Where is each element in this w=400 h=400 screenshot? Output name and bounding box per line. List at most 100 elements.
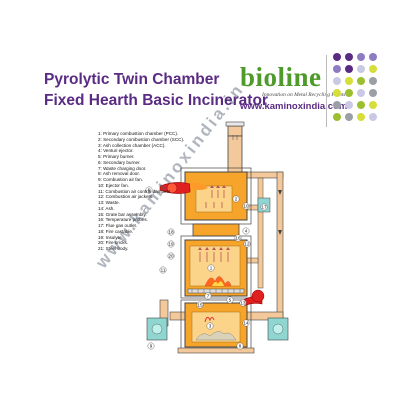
brand-dot — [333, 113, 341, 121]
diagram-label: 12 — [243, 240, 251, 248]
brand-dot — [333, 89, 341, 97]
brand-dot — [345, 53, 353, 61]
diagram-label-text: 10 — [243, 204, 249, 209]
legend-item: 20: Fire bricks. — [98, 240, 129, 246]
diagram-label: 15 — [196, 301, 204, 309]
page-title-line-2: Fixed Hearth Basic Incinerator — [44, 92, 268, 109]
diagram-label: 19 — [167, 240, 175, 248]
brand-dot — [333, 101, 341, 109]
brand-tagline: Innovation on Metal Recycling Plants — [262, 92, 346, 98]
diagram-label-text: 19 — [168, 242, 174, 247]
flue-gas-fan — [267, 317, 289, 341]
brand-dot — [369, 77, 377, 85]
diagram-label: 2 — [232, 195, 240, 203]
legend-item: 13: Waste. — [98, 200, 120, 205]
brand-dot — [333, 77, 341, 85]
diagram-label: 8 — [236, 342, 244, 350]
legend-item: 18: Fire castable. — [98, 228, 134, 234]
diagram-label: 20 — [167, 252, 175, 260]
diagram-label: 5 — [226, 296, 234, 304]
brand-dot — [369, 53, 377, 61]
brand-dot — [357, 53, 365, 61]
diagram-label-text: 15 — [197, 303, 203, 308]
diagram-label-text: 3 — [209, 324, 212, 329]
legend-item: 15: Grate bar assembly. — [98, 211, 147, 217]
brand-dot — [345, 65, 353, 73]
brand-dot — [357, 65, 365, 73]
diagram-label-text: 13 — [240, 301, 246, 306]
legend-list: 1: Primary combustion chamber (PCC).2: S… — [98, 131, 218, 252]
legend-item: 16: Temperature probes. — [98, 217, 148, 223]
brand-dot — [357, 113, 365, 121]
diagram-label-text: 6 — [148, 188, 151, 193]
brand-dot — [369, 65, 377, 73]
diagram-label-text: 1 — [210, 266, 213, 271]
brand-dot — [369, 113, 377, 121]
diagram-label: 9 — [147, 342, 155, 350]
diagram-label: 14 — [242, 319, 250, 327]
diagram-label-text: 9 — [150, 344, 153, 349]
diagram-label-text: 20 — [168, 254, 174, 259]
brand-dot — [357, 101, 365, 109]
brand-dot — [333, 65, 341, 73]
brand-website: www.kaminoxindia.com — [240, 101, 348, 112]
diagram-label: 10 — [242, 202, 250, 210]
diagram-label: 13 — [239, 299, 247, 307]
diagram-label-text: 7 — [207, 294, 210, 299]
diagram-label: 18 — [167, 228, 175, 236]
diagram-label-text: 17 — [261, 205, 267, 210]
diagram-label-text: 4 — [245, 229, 248, 234]
brand-dot — [357, 77, 365, 85]
flame-icon — [204, 276, 232, 287]
legend-item: 8: Ash removal door. — [98, 171, 140, 177]
legend-item: 11: Combustion air control dampers. — [98, 188, 172, 194]
diagram-label: 1 — [207, 264, 215, 272]
legend-item: 1: Primary combustion chamber (PCC). — [98, 131, 179, 136]
brand-dot — [369, 101, 377, 109]
diagram-label: 7 — [204, 292, 212, 300]
brand-dot — [333, 53, 341, 61]
diagram-label-text: 16 — [235, 236, 241, 241]
page-title-line-1: Pyrolytic Twin Chamber — [44, 71, 220, 88]
legend-item: 2: Secondary combustion chamber (SCC). — [98, 136, 185, 142]
legend-item: 6: Secondary burner. — [98, 159, 141, 165]
divider — [326, 55, 327, 127]
brand-dot — [345, 89, 353, 97]
legend-item: 9: Combustion air fan. — [98, 177, 143, 182]
legend-item: 17: Flue gas outlet. — [98, 223, 138, 228]
legend-item: 12: Combustion air jackets. — [98, 194, 154, 200]
diagram-label-text: 2 — [235, 197, 238, 202]
diagram-label: 4 — [242, 227, 250, 235]
diagram-label: 3 — [206, 322, 214, 330]
diagram-label: 16 — [234, 234, 242, 242]
legend-item: 3: Ash collection chamber (ACC). — [98, 142, 166, 148]
diagram-label: 11 — [159, 266, 167, 274]
secondary-burner — [159, 182, 208, 194]
legend-item: 19: Insulyte. — [98, 234, 123, 240]
diagram-label: 17 — [260, 203, 268, 211]
primary-combustion-chamber — [180, 235, 252, 299]
combustion-air-fan — [146, 317, 168, 341]
legend-item: 5: Primary burner. — [98, 154, 135, 159]
diagram-label-text: 18 — [168, 230, 174, 235]
brand-logo: bioline — [240, 62, 322, 92]
legend-item: 21: Steel body. — [98, 246, 129, 251]
legend-item: 7: Waste charging door. — [98, 165, 147, 171]
legend-item: 4: Venturi ejector. — [98, 148, 134, 154]
diagram-label-text: 8 — [239, 344, 242, 349]
diagram-label-text: 11 — [161, 268, 166, 273]
diagram-label-text: 12 — [244, 242, 250, 247]
diagram-label: 6 — [145, 186, 153, 194]
brand-dot-grid-icon — [333, 53, 389, 125]
legend-item: 10: Ejector fan. — [98, 182, 129, 188]
brand-dot — [345, 77, 353, 85]
legend-item: 14: Ash. — [98, 205, 115, 211]
brand-dot — [345, 113, 353, 121]
flue-stack — [225, 121, 245, 173]
diagram-label-text: 5 — [229, 298, 232, 303]
brand-dot — [345, 101, 353, 109]
brand-dot — [357, 89, 365, 97]
